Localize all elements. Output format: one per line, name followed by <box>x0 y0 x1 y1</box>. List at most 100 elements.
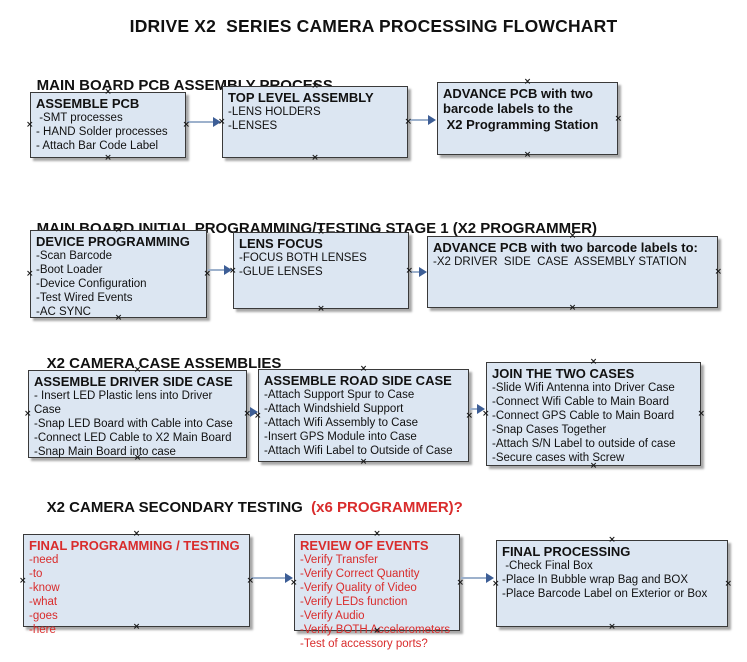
anchor-icon: × <box>404 117 412 127</box>
box-item: -FOCUS BOTH LENSES <box>239 252 367 265</box>
flow-box-device-programming[interactable]: × × × × DEVICE PROGRAMMING -Scan Barcode… <box>26 226 211 323</box>
box-item: -Place In Bubble wrap Bag and BOX <box>502 574 689 587</box>
box-item: -Test of accessory ports? <box>300 638 428 651</box>
flow-box-assemble-pcb[interactable]: × × × × ASSEMBLE PCB -SMT processes - HA… <box>26 88 190 163</box>
anchor-icon: × <box>133 365 142 375</box>
box-item: - Insert LED Plastic lens into Driver Ca… <box>34 390 216 417</box>
anchor-icon: × <box>482 409 490 419</box>
anchor-icon: × <box>589 461 598 471</box>
box-item: -here <box>29 624 56 637</box>
box-item: -Attach Support Spur to Case <box>264 389 415 402</box>
anchor-icon: × <box>714 267 722 277</box>
box-item: -Connect Wifi Cable to Main Board <box>492 396 670 409</box>
anchor-icon: × <box>523 150 532 160</box>
anchor-icon: × <box>133 453 142 463</box>
box-title: ASSEMBLE DRIVER SIDE CASE <box>34 374 233 389</box>
flow-arrow <box>461 572 494 584</box>
box-item: -need <box>29 554 59 567</box>
flow-box-final-programming-testing[interactable]: × × × × FINAL PROGRAMMING / TESTING -nee… <box>19 530 254 637</box>
box-item: -know <box>29 582 60 595</box>
box-title: FINAL PROCESSING <box>502 544 631 559</box>
box-item: -what <box>29 596 58 609</box>
box-item: -Verify Transfer <box>300 554 378 567</box>
anchor-icon: × <box>492 578 500 589</box>
box-item: -Connect LED Cable to X2 Main Board <box>34 432 232 445</box>
flow-box-assemble-driver-side-case[interactable]: × × × × ASSEMBLE DRIVER SIDE CASE - Inse… <box>24 366 251 463</box>
box-item: -Verify Correct Quantity <box>300 568 420 581</box>
anchor-icon: × <box>359 457 368 467</box>
box-item: -Attach Wifi Assembly to Case <box>264 417 419 430</box>
anchor-icon: × <box>246 575 254 586</box>
flow-box-advance-pcb-driver-side-station[interactable]: × × × ADVANCE PCB with two barcode label… <box>427 232 722 313</box>
box-item: - Attach Bar Code Label <box>36 140 159 153</box>
anchor-icon: × <box>373 529 381 539</box>
box-title: ASSEMBLE ROAD SIDE CASE <box>264 373 452 388</box>
box-item: -Slide Wifi Antenna into Driver Case <box>492 382 675 395</box>
box-title: TOP LEVEL ASSEMBLY <box>228 90 374 105</box>
anchor-icon: × <box>608 622 616 632</box>
section-heading-text: X2 CAMERA CASE ASSEMBLIES <box>46 355 282 372</box>
box-item: -Attach Wifi Label to Outside of Case <box>264 445 453 458</box>
box-item: -Connect GPS Cable to Main Board <box>492 410 675 423</box>
box-item: -goes <box>29 610 58 623</box>
flow-box-review-of-events[interactable]: × × × × REVIEW OF EVENTS -Verify Transfe… <box>290 530 464 651</box>
box-item: -Place Barcode Label on Exterior or Box <box>502 588 708 601</box>
section-heading-text: X2 CAMERA SECONDARY TESTING <box>46 499 307 516</box>
anchor-icon: × <box>19 575 27 586</box>
anchor-icon: × <box>317 304 325 314</box>
anchor-icon: × <box>311 153 319 163</box>
box-item: -Verify Audio <box>300 610 365 623</box>
box-item: - HAND Solder processes <box>36 126 168 139</box>
box-item: -Attach Windshield Support <box>264 403 404 416</box>
flow-box-join-the-two-cases[interactable]: × × × × JOIN THE TWO CASES -Slide Wifi A… <box>482 358 705 471</box>
box-item: -Snap LED Board with Cable into Case <box>34 418 233 431</box>
box-title: ADVANCE PCB with two barcode labels to: <box>433 240 698 255</box>
anchor-icon: × <box>568 303 577 313</box>
box-item: -Secure cases with Screw <box>492 452 625 465</box>
box-item: -Scan Barcode <box>36 250 113 263</box>
flow-arrow <box>208 264 232 276</box>
section-heading-red-text: (x6 PROGRAMMER)? <box>306 499 463 516</box>
anchor-icon: × <box>218 117 226 127</box>
anchor-icon: × <box>465 410 473 421</box>
page-title: IDRIVE X2 SERIES CAMERA PROCESSING FLOWC… <box>129 16 618 36</box>
box-item: -Insert GPS Module into Case <box>264 431 417 444</box>
anchor-icon: × <box>724 578 732 589</box>
box-item: -Check Final Box <box>502 560 593 573</box>
box-item: -Attach S/N Label to outside of case <box>492 438 676 451</box>
box-item: -Verify Quality of Video <box>300 582 417 595</box>
flow-box-advance-pcb-programming-station[interactable]: × × × ADVANCE PCB with two barcode label… <box>437 78 622 160</box>
box-item: -Snap Main Board into case <box>34 446 176 459</box>
anchor-icon: × <box>254 410 262 421</box>
anchor-icon: × <box>114 313 123 323</box>
flow-arrow <box>470 403 485 415</box>
anchor-icon: × <box>523 77 532 87</box>
anchor-icon: × <box>203 269 211 279</box>
box-item: -X2 DRIVER SIDE CASE ASSEMBLY STATION <box>433 256 687 269</box>
anchor-icon: × <box>589 357 598 367</box>
flow-box-assemble-road-side-case[interactable]: × × × × ASSEMBLE ROAD SIDE CASE -Attach … <box>254 365 473 467</box>
flow-box-final-processing[interactable]: × × × × FINAL PROCESSING -Check Final Bo… <box>492 536 732 632</box>
box-title: DEVICE PROGRAMMING <box>36 234 190 249</box>
flow-box-lens-focus[interactable]: × × × × LENS FOCUS -FOCUS BOTH LENSES -G… <box>229 228 413 314</box>
anchor-icon: × <box>26 269 34 279</box>
box-item: -Device Configuration <box>36 278 147 291</box>
box-title: LENS FOCUS <box>239 236 323 251</box>
section-heading-case-assemblies: X2 CAMERA CASE ASSEMBLIES <box>30 338 282 389</box>
box-item: -to <box>29 568 43 581</box>
anchor-icon: × <box>26 120 34 130</box>
anchor-icon: × <box>317 227 325 237</box>
anchor-icon: × <box>614 113 622 124</box>
box-item: -SMT processes <box>36 112 123 125</box>
box-item: -Boot Loader <box>36 264 103 277</box>
anchor-icon: × <box>373 626 381 636</box>
anchor-icon: × <box>132 529 141 539</box>
flow-box-top-level-assembly[interactable]: × × × × TOP LEVEL ASSEMBLY -LENS HOLDERS… <box>218 82 412 163</box>
anchor-icon: × <box>697 409 705 419</box>
anchor-icon: × <box>243 409 251 419</box>
flow-arrow <box>410 266 427 278</box>
box-item: -GLUE LENSES <box>239 266 323 279</box>
box-item: -AC SYNC <box>36 306 91 319</box>
anchor-icon: × <box>104 87 112 97</box>
